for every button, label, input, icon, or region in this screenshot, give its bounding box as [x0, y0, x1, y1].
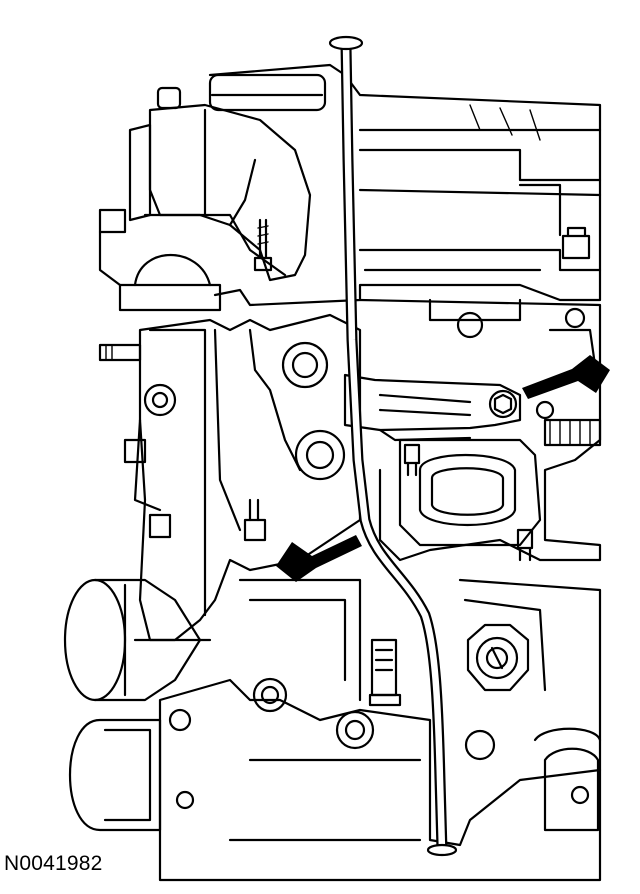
oil-filler-cap — [156, 73, 327, 112]
figure-id-label: N0041982 — [4, 852, 103, 875]
dipstick-bracket — [343, 373, 522, 442]
oil-pressure-sender — [458, 578, 602, 832]
lower-block — [158, 578, 602, 882]
arrow-icon — [276, 535, 362, 582]
block-right-upper — [358, 298, 602, 562]
arrow-lower-left — [276, 535, 362, 582]
thermostat-housing — [98, 103, 312, 312]
arrow-upper-right — [522, 355, 610, 399]
timing-cover — [98, 313, 362, 642]
cylinder-head — [208, 63, 602, 307]
crankshaft-pulley — [63, 578, 212, 832]
arrow-icon — [522, 355, 610, 399]
dipstick-tube — [328, 35, 458, 857]
